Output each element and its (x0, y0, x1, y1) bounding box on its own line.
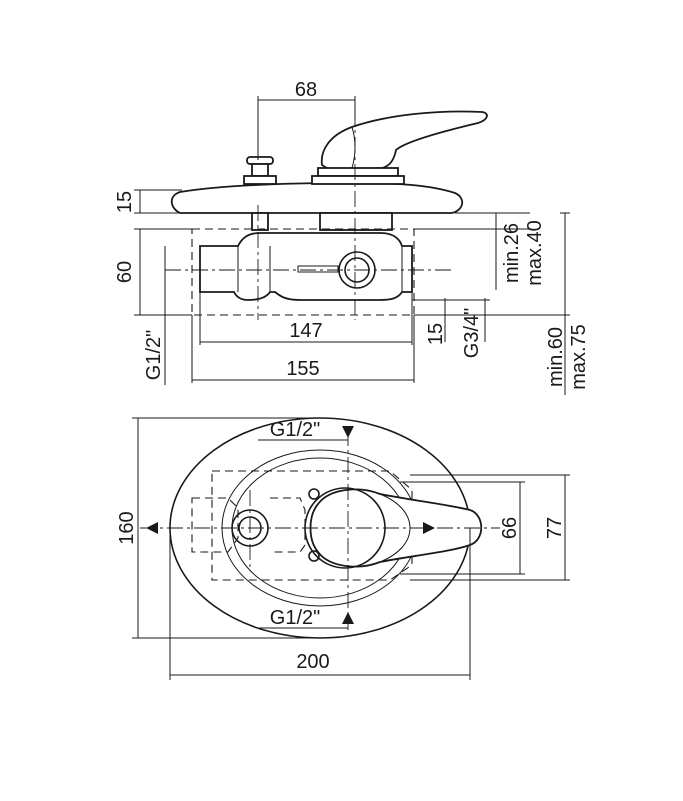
wall-plate (170, 182, 464, 214)
dim-min26-label: min.26 (501, 223, 523, 283)
dim-155-label: 155 (286, 358, 319, 380)
lever-handle (320, 110, 488, 171)
dim-max75-label: max.75 (568, 324, 590, 390)
dim-15-plate-label: 15 (114, 191, 136, 213)
front-view: G1/2" G1/2" 160 66 77 200 (116, 417, 570, 680)
dim-68-label: 68 (295, 79, 317, 101)
side-view: 68 15 60 G1/2" 147 155 15 G3/4" (114, 79, 590, 395)
dim-60-label: 60 (114, 261, 136, 283)
dim-160-label: 160 (116, 511, 138, 544)
housing-outline (191, 228, 415, 316)
housing-front-outline (211, 470, 413, 581)
dim-max40-label: max.40 (524, 220, 546, 286)
dim-77-label: 77 (544, 517, 566, 539)
dim-g12-bottom-label: G1/2" (270, 607, 320, 629)
dim-g34-label: G3/4" (461, 308, 483, 358)
dim-200-label: 200 (296, 651, 329, 673)
dim-g12-left-label: G1/2" (143, 330, 165, 380)
dim-min60-label: min.60 (545, 327, 567, 387)
dim-g12-top-label: G1/2" (270, 419, 320, 441)
dim-15-side-label: 15 (425, 323, 447, 345)
dim-66-label: 66 (499, 517, 521, 539)
dim-147-label: 147 (289, 320, 322, 342)
